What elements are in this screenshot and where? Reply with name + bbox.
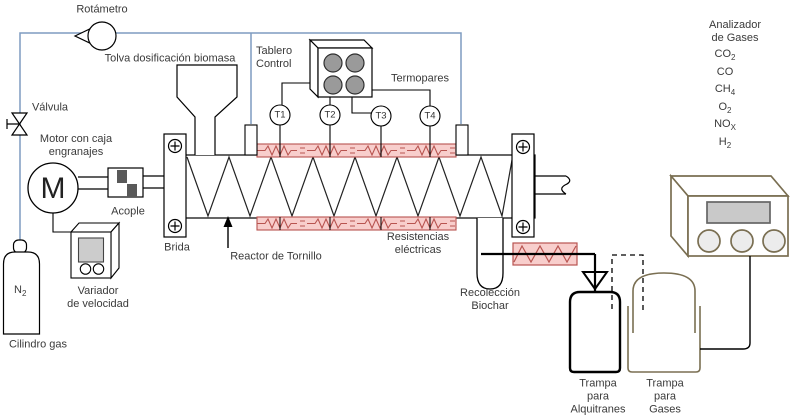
biomass-hopper [176, 64, 238, 155]
panel-knob [323, 75, 343, 95]
n2-cylinder [2, 239, 41, 335]
thermocouple-T4-label: T4 [424, 110, 436, 122]
thermocouple-T3 [370, 105, 392, 127]
n2-pipe-lines [19, 32, 462, 245]
analyzer-knob [762, 229, 786, 253]
motor-shaft [78, 175, 164, 190]
thermocouple-T4 [419, 105, 441, 127]
motor-symbol: M [40, 172, 66, 205]
gas-port-left [244, 124, 258, 156]
analyzer-knob [730, 229, 754, 253]
control-panel-box [308, 38, 374, 99]
gas-list-item: CO2 [714, 48, 736, 62]
panel-knob [323, 53, 343, 73]
heater-band-top [256, 143, 457, 158]
gas-list-item: CH4 [714, 83, 736, 97]
gas-list-item: O2 [718, 100, 732, 115]
flange-right [511, 133, 535, 238]
gas-trap-flask [632, 272, 696, 333]
thermocouple-T1-label: T1 [274, 109, 286, 121]
thermocouple-T3-label: T3 [375, 110, 387, 122]
variator-knob [79, 263, 92, 275]
thermocouple-T2-label: T2 [324, 109, 336, 121]
gas-analyzer-box [669, 173, 790, 259]
cylinder-gas-formula: N2 [14, 284, 27, 298]
reactor-body [175, 154, 536, 219]
variator-wire [52, 213, 71, 233]
tar-trap-vessel [568, 290, 622, 374]
coupling-icon [107, 167, 144, 198]
variator-knob [92, 263, 105, 275]
gas-trap-beaker [627, 306, 701, 373]
gas-port-right [455, 124, 469, 156]
reactor-pointer-arrow [223, 216, 233, 248]
gas-list-item: H2 [718, 135, 732, 150]
dashed-transfer-line [611, 254, 644, 311]
flange-left [163, 133, 187, 238]
panel-knob [345, 75, 365, 95]
output-shaft [534, 175, 571, 195]
gas-list-item: CO [716, 65, 734, 78]
gas-list-item: NOX [714, 118, 736, 132]
valve-icon [6, 112, 29, 136]
heater-band-bottom [256, 216, 457, 231]
panel-knob [345, 53, 365, 73]
thermocouple-T2 [319, 104, 341, 126]
analyzer-screen [706, 201, 771, 224]
thermocouple-T1 [269, 104, 291, 126]
analyzer-wire [700, 256, 751, 350]
thermocouple-stems [279, 125, 431, 157]
variator-screen [77, 237, 105, 263]
analyzer-knob [697, 229, 721, 253]
control-wires [281, 82, 431, 114]
speed-variator-box [69, 221, 121, 280]
gas-list: CO2 CO CH4 O2 NOX H2 [714, 46, 736, 151]
rotameter-icon [73, 21, 117, 51]
